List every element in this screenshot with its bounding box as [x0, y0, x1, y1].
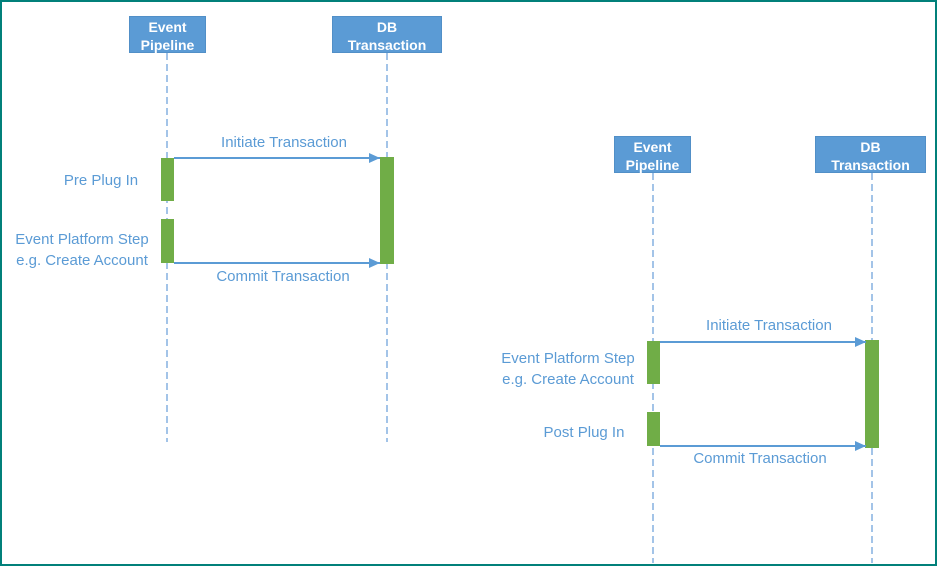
activation-event-platform-step-left	[161, 219, 174, 263]
activation-db-transaction-left	[380, 157, 394, 264]
message-arrow-commit-left	[174, 262, 380, 264]
actor-label-line1: Event	[148, 19, 187, 35]
actor-event-pipeline-left: Event Pipeline	[129, 16, 206, 53]
message-label-initiate-left: Initiate Transaction	[221, 134, 347, 151]
activation-db-transaction-right	[865, 340, 879, 448]
actor-event-pipeline-right: Event Pipeline	[614, 136, 691, 173]
actor-label-line1: DB	[376, 19, 398, 35]
step-label-line2: e.g. Create Account	[16, 252, 148, 269]
message-arrow-initiate-left	[174, 157, 380, 159]
message-label-initiate-right: Initiate Transaction	[706, 317, 832, 334]
message-label-commit-right: Commit Transaction	[693, 450, 827, 467]
message-label-commit-left: Commit Transaction	[216, 268, 350, 285]
step-label-event-platform-step-left: Event Platform Step e.g. Create Account	[7, 229, 157, 271]
actor-label-line2: Transaction	[347, 37, 427, 53]
step-label-post-plugin: Post Plug In	[509, 422, 659, 443]
actor-label-line1: Event	[633, 139, 672, 155]
actor-label-line2: Transaction	[831, 157, 910, 173]
actor-label-line1: DB	[860, 139, 881, 155]
step-label-line1: Post Plug In	[543, 424, 625, 441]
actor-label-line2: Pipeline	[140, 37, 195, 53]
actor-label-line2: Pipeline	[625, 157, 680, 173]
message-arrow-initiate-right	[660, 341, 866, 343]
actor-db-transaction-left: DB Transaction	[332, 16, 442, 53]
activation-post-plugin	[647, 412, 660, 446]
actor-db-transaction-right: DB Transaction	[815, 136, 926, 173]
step-label-line1: Event Platform Step	[501, 350, 635, 367]
message-arrow-commit-right	[660, 445, 866, 447]
step-label-line1: Event Platform Step	[15, 231, 149, 248]
step-label-line2: e.g. Create Account	[502, 371, 634, 388]
step-label-line1: Pre Plug In	[63, 172, 139, 189]
activation-pre-plugin	[161, 158, 174, 201]
step-label-pre-plugin: Pre Plug In	[26, 170, 176, 191]
step-label-event-platform-step-right: Event Platform Step e.g. Create Account	[493, 348, 643, 390]
activation-event-platform-step-right	[647, 341, 660, 384]
